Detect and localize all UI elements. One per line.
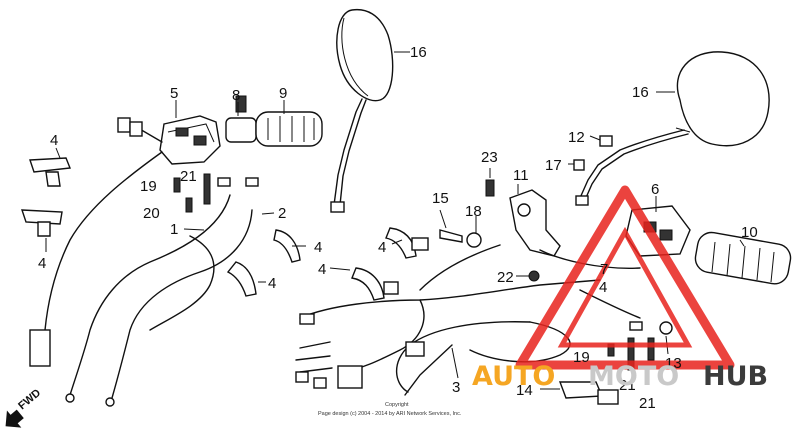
callout-4: 4 — [268, 275, 276, 292]
callout-14: 14 — [516, 382, 533, 399]
callout-2: 2 — [278, 205, 286, 222]
callout-4: 4 — [378, 239, 386, 256]
right-mirror — [575, 51, 770, 206]
watermark-triangle — [515, 185, 735, 370]
throttle-grip — [225, 111, 323, 147]
callout-15: 15 — [432, 190, 449, 207]
callout-12: 12 — [568, 129, 585, 146]
watermark-text-moto: MOTO — [588, 361, 679, 392]
callout-4: 4 — [599, 279, 607, 296]
callout-19: 19 — [140, 178, 157, 195]
callout-16: 16 — [410, 44, 427, 61]
left-switch-wire — [44, 151, 163, 331]
bolts-and-screws — [173, 95, 673, 405]
wiring-harness — [295, 244, 643, 389]
callout-1: 1 — [170, 221, 178, 238]
callout-9: 9 — [279, 85, 287, 102]
callout-21: 21 — [639, 395, 656, 412]
callout-4: 4 — [50, 132, 58, 149]
left-switch-housing — [117, 115, 221, 165]
copyright-line-1: Copyright — [385, 402, 409, 408]
callout-8: 8 — [232, 87, 240, 104]
callout-11: 11 — [513, 167, 529, 184]
forward-arrow-icon — [5, 409, 24, 428]
callout-3: 3 — [452, 379, 460, 396]
callout-23: 23 — [481, 149, 498, 166]
callout-17: 17 — [545, 157, 562, 174]
callout-13: 13 — [665, 355, 682, 372]
callout-5: 5 — [170, 85, 178, 102]
callout-22: 22 — [497, 269, 514, 286]
callout-4: 4 — [38, 255, 46, 272]
copyright-line-2: Page design (c) 2004 - 2014 by ARI Netwo… — [318, 411, 462, 417]
callout-21: 21 — [619, 377, 636, 394]
callout-21: 21 — [180, 168, 197, 185]
callout-19: 19 — [573, 349, 590, 366]
callout-4: 4 — [314, 239, 322, 256]
callout-6: 6 — [651, 181, 659, 198]
cable-clips — [21, 157, 429, 301]
callout-10: 10 — [741, 224, 758, 241]
forward-direction-indicator: FWD — [5, 387, 43, 428]
watermark-text-auto: AUTO — [472, 361, 555, 392]
callout-16: 16 — [632, 84, 649, 101]
clutch-lever-bracket — [509, 189, 561, 257]
leader-lines — [45, 51, 745, 390]
right-grip — [694, 231, 792, 285]
left-switch-connector — [29, 329, 51, 367]
callout-labels: 1 2 3 4 4 4 4 4 4 4 5 6 7 8 9 10 11 12 1… — [38, 44, 758, 412]
fwd-label: FWD — [16, 387, 43, 412]
throttle-cables — [65, 194, 253, 407]
left-mirror — [330, 8, 394, 213]
callout-4: 4 — [318, 261, 326, 278]
watermark-logo: AUTO MOTO HUB — [472, 361, 768, 392]
callout-7: 7 — [600, 261, 608, 278]
callout-20: 20 — [143, 205, 160, 222]
callout-18: 18 — [465, 203, 482, 220]
watermark-text-hub: HUB — [703, 361, 768, 392]
